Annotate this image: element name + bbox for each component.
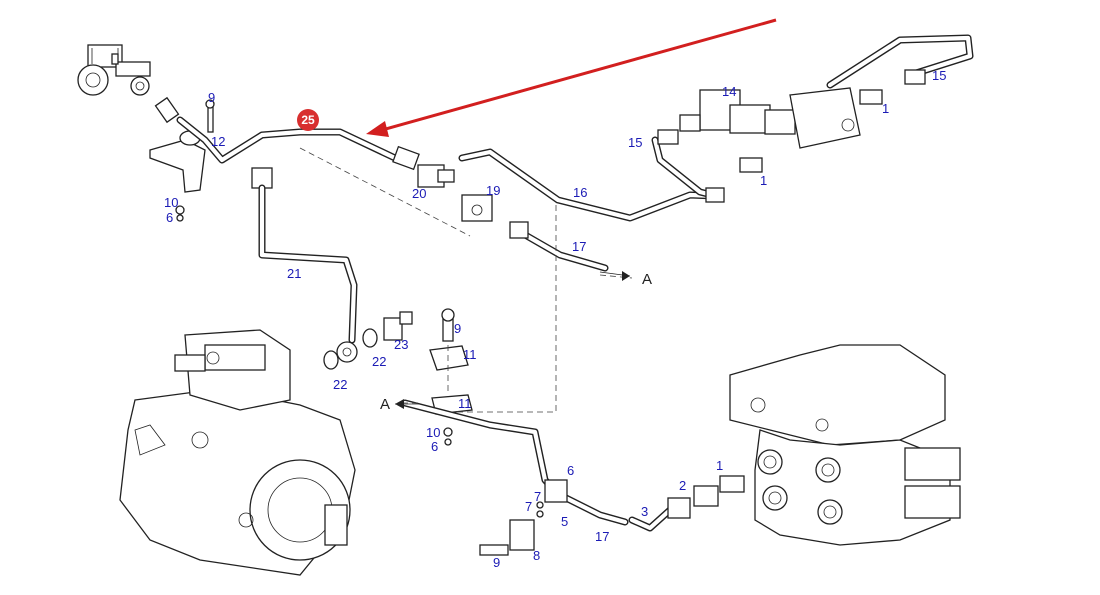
part-label-16: 16 (573, 185, 587, 200)
part-label-1: 1 (760, 173, 767, 188)
part-labels: 9 12 10 6 21 20 19 16 17 14 15 15 1 1 22… (164, 68, 946, 570)
bracket-left (149, 96, 215, 222)
clamp-middle (401, 308, 560, 496)
part-label-9: 9 (493, 555, 500, 570)
part-label-22: 22 (372, 354, 386, 369)
part-label-15: 15 (628, 135, 642, 150)
tractor-icon (77, 44, 151, 96)
part-label-9: 9 (454, 321, 461, 336)
valve-upper-right (651, 34, 974, 203)
part-label-1: 1 (716, 458, 723, 473)
part-label-15: 15 (932, 68, 946, 83)
highlight-label: 25 (301, 113, 315, 127)
part-label-10: 10 (426, 425, 440, 440)
part-label-12: 12 (211, 134, 225, 149)
part-label-5: 5 (561, 514, 568, 529)
banjo-washers (323, 311, 413, 370)
part-label-19: 19 (486, 183, 500, 198)
part-label-17: 17 (572, 239, 586, 254)
ref-label-a-right: A (642, 271, 652, 288)
ref-label-a-left: A (380, 396, 390, 413)
part-label-23: 23 (394, 337, 408, 352)
highlight-marker-25: 25 (297, 109, 319, 131)
part-label-2: 2 (679, 478, 686, 493)
tee-fittings (417, 164, 493, 222)
part-label-7: 7 (525, 499, 532, 514)
red-pointer-arrow (366, 18, 777, 137)
pipe-16-17 (458, 148, 720, 272)
part-label-8: 8 (533, 548, 540, 563)
part-label-21: 21 (287, 266, 301, 281)
part-label-20: 20 (412, 186, 426, 201)
pipe-lower (479, 475, 745, 556)
part-label-10: 10 (164, 195, 178, 210)
pipe-21 (251, 167, 358, 363)
hydraulic-pump (119, 329, 356, 576)
part-label-17: 17 (595, 529, 609, 544)
control-valve-block (729, 344, 961, 546)
part-label-14: 14 (722, 84, 736, 99)
part-label-1: 1 (882, 101, 889, 116)
ref-arrow-right: A (599, 271, 652, 288)
part-label-11: 11 (458, 396, 472, 411)
part-label-9: 9 (208, 90, 215, 105)
part-label-6: 6 (567, 463, 574, 478)
part-label-3: 3 (641, 504, 648, 519)
part-label-11: 11 (463, 347, 477, 362)
part-label-22: 22 (333, 377, 347, 392)
dashed-guides (299, 147, 633, 413)
ref-arrow-left: A (380, 396, 420, 413)
part-label-7: 7 (534, 489, 541, 504)
part-label-6: 6 (166, 210, 173, 225)
part-label-6: 6 (431, 439, 438, 454)
pipe-upper (176, 116, 420, 171)
